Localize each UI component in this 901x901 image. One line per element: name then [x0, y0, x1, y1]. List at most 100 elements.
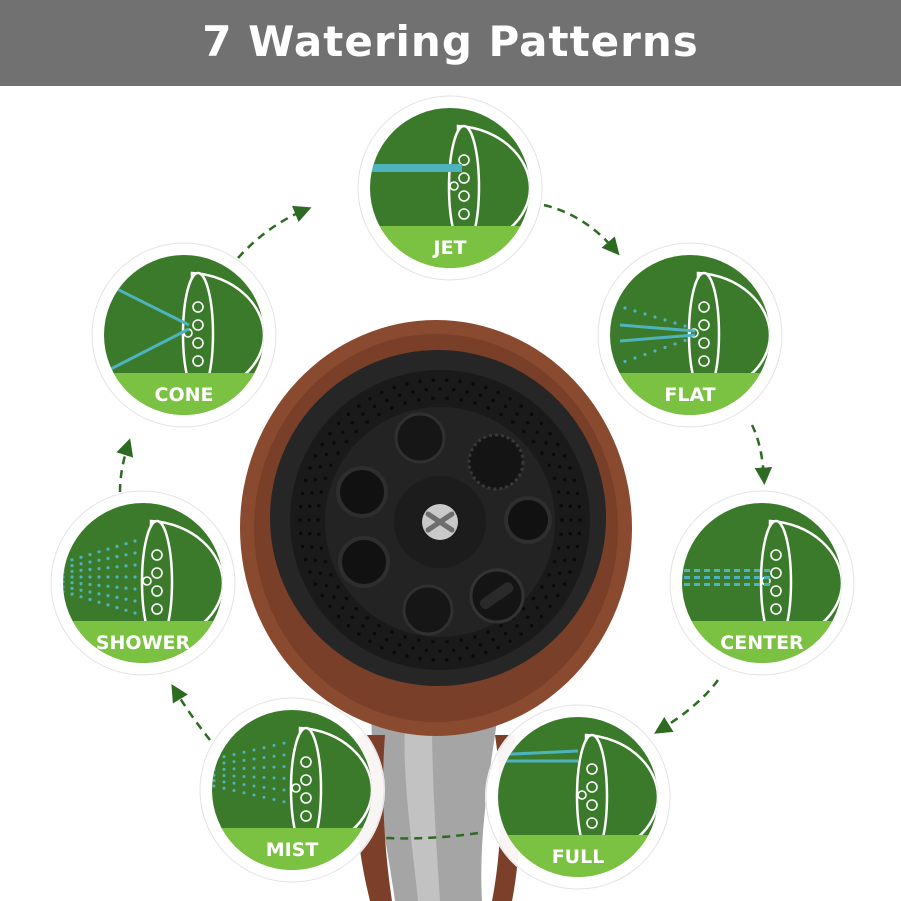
- spray-hole: [307, 518, 311, 522]
- handle-highlight: [404, 720, 440, 901]
- pattern-circle-body: [610, 255, 770, 415]
- spray-hole: [317, 532, 321, 536]
- spray-hole: [471, 654, 475, 658]
- spray-hole: [380, 390, 384, 395]
- flat-droplet-icon: [623, 359, 627, 364]
- spray-hole: [445, 639, 449, 644]
- pattern-full: FULL: [485, 704, 671, 890]
- shower-droplet-icon: [97, 558, 101, 562]
- spray-hole: [535, 430, 540, 435]
- center-spray-icon: [704, 576, 710, 579]
- spray-hole: [317, 504, 321, 508]
- spray-hole: [575, 544, 580, 549]
- mist-droplet-icon: [262, 785, 266, 789]
- flat-droplet-icon: [633, 309, 637, 313]
- spray-hole: [319, 546, 324, 550]
- center-spray-icon: [734, 583, 740, 586]
- spray-hole: [557, 571, 562, 576]
- center-spray-icon: [744, 583, 750, 586]
- shower-droplet-icon: [70, 564, 74, 568]
- shower-droplet-icon: [97, 550, 101, 554]
- spray-hole: [318, 464, 323, 469]
- pattern-label: SHOWER: [96, 632, 191, 654]
- mist-droplet-icon: [252, 748, 256, 752]
- mist-droplet-icon: [222, 774, 226, 778]
- spray-hole: [568, 504, 573, 509]
- flat-droplet-icon: [683, 338, 687, 343]
- shower-droplet-icon: [133, 539, 137, 543]
- pattern-label: FLAT: [664, 384, 715, 406]
- nozzle-hole-icon: [586, 817, 598, 829]
- spray-hole: [552, 476, 557, 481]
- mist-droplet-icon: [262, 795, 266, 799]
- spray-hole: [424, 648, 429, 653]
- pattern-label: JET: [431, 237, 466, 259]
- spray-hole: [389, 406, 394, 410]
- pattern-mist: MIST: [199, 697, 385, 883]
- shower-droplet-icon: [88, 590, 92, 594]
- spray-hole: [336, 614, 341, 619]
- spray-hole: [465, 646, 470, 650]
- center-spray-icon: [724, 583, 730, 586]
- spray-hole: [556, 546, 561, 550]
- spray-hole: [310, 490, 314, 495]
- spray-hole: [307, 531, 312, 536]
- spray-hole: [465, 390, 470, 394]
- spray-hole: [478, 642, 483, 647]
- shower-droplet-icon: [97, 600, 101, 604]
- spray-illustration-icon: [63, 519, 223, 645]
- flat-spray-icon: [619, 323, 696, 333]
- nozzle-hole-icon: [698, 337, 710, 349]
- mist-droplet-icon: [252, 757, 256, 761]
- center-spray-icon: [684, 576, 690, 579]
- shower-droplet-icon: [70, 581, 74, 585]
- nozzle-hole-icon: [192, 319, 204, 331]
- shower-droplet-icon: [97, 583, 101, 587]
- pattern-flat: FLAT: [597, 242, 783, 428]
- pattern-circle-rim: [357, 95, 543, 281]
- spray-hole: [496, 645, 500, 650]
- spray-hole: [503, 631, 508, 636]
- shower-droplet-icon: [133, 611, 137, 615]
- shower-droplet-icon: [88, 575, 92, 579]
- spray-hole: [389, 630, 394, 634]
- spray-hole: [540, 451, 544, 455]
- spray-hole: [521, 606, 526, 611]
- spray-hole: [298, 518, 302, 522]
- spray-hole: [508, 639, 512, 644]
- spray-hole: [459, 398, 463, 402]
- spray-hole: [397, 642, 402, 647]
- mist-droplet-icon: [262, 746, 266, 750]
- center-spray-icon: [714, 583, 720, 586]
- spray-hole: [539, 614, 544, 619]
- shower-droplet-icon: [106, 556, 110, 560]
- spray-hole: [438, 649, 442, 653]
- spray-hole: [445, 396, 449, 401]
- spray-hole: [320, 442, 325, 447]
- spray-hole: [458, 379, 462, 384]
- shower-droplet-icon: [88, 552, 92, 557]
- spray-hole: [405, 654, 409, 658]
- center-spray-icon: [694, 576, 700, 579]
- spray-hole: [572, 557, 577, 562]
- spray-hole: [424, 387, 429, 392]
- flat-droplet-icon: [633, 356, 637, 360]
- spray-hole: [540, 585, 544, 589]
- spray-hole: [392, 650, 397, 655]
- spray-hole: [372, 404, 377, 409]
- spray-hole: [336, 585, 340, 589]
- page-title: 7 Watering Patterns: [202, 17, 699, 66]
- spray-hole: [556, 490, 561, 494]
- spray-hole: [444, 658, 449, 662]
- nozzle-hole-icon: [142, 576, 152, 586]
- arrow-center-to-full: [654, 679, 720, 734]
- center-spray-icon: [764, 569, 770, 572]
- cone-spray-icon: [104, 327, 190, 377]
- spray-hole: [361, 412, 365, 416]
- mist-droplet-icon: [242, 758, 246, 762]
- arrow-full-to-mist: [384, 831, 479, 840]
- center-spray-icon: [744, 569, 750, 572]
- spray-hole: [365, 616, 369, 620]
- spray-hole: [340, 430, 345, 435]
- spray-hole: [535, 605, 540, 610]
